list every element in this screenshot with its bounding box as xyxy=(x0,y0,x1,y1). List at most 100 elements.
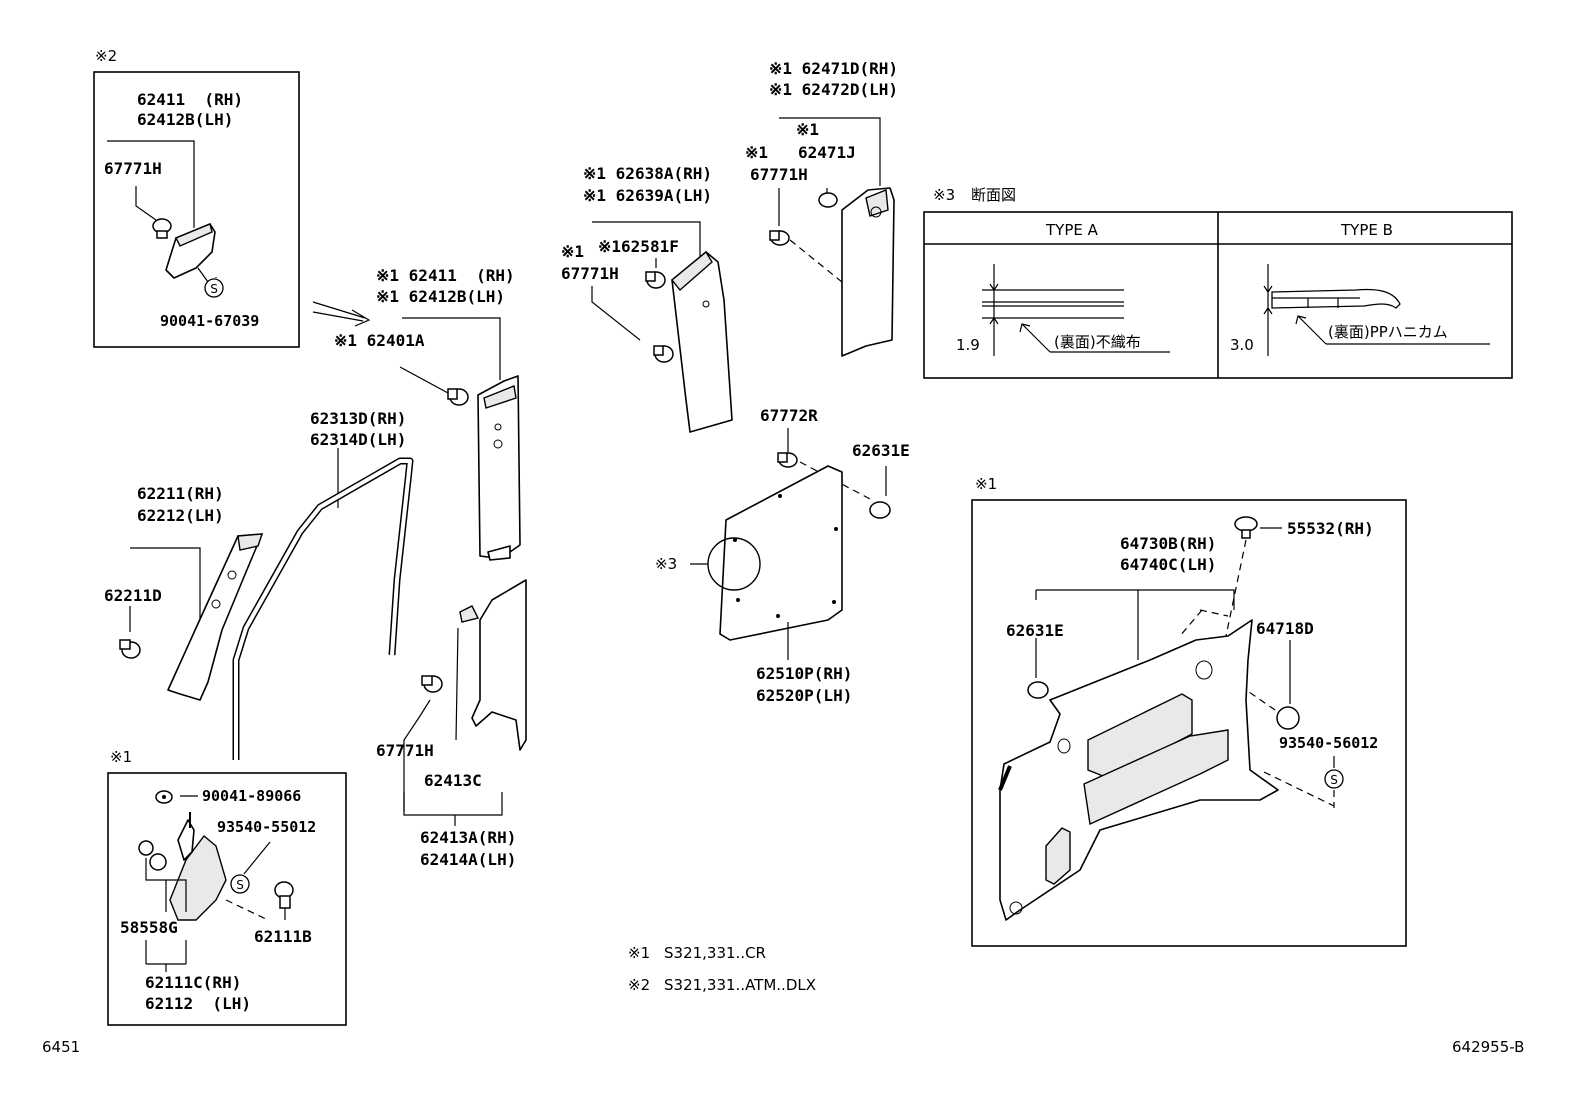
leader-62401a xyxy=(399,366,449,394)
clip-62471j xyxy=(818,192,838,208)
note-1-mark: ※1 xyxy=(628,944,651,962)
part-62411-small-trim xyxy=(165,223,216,279)
footer-left-code: 6451 xyxy=(42,1038,81,1056)
svg-text:S: S xyxy=(236,878,244,892)
section-type-b-label: TYPE B xyxy=(1341,221,1393,239)
label-62520p: 62520P(LH) xyxy=(756,686,853,705)
label-m1-62412b: ※1 62412B(LH) xyxy=(376,287,505,306)
label-62471j: 62471J xyxy=(798,143,856,162)
note-1-text: S321,331..CR xyxy=(664,944,766,962)
section-type-a-label: TYPE A xyxy=(1046,221,1098,239)
note-2-text: S321,331..ATM..DLX xyxy=(664,976,817,994)
clip-67771h-c xyxy=(653,345,674,363)
clip-62211d xyxy=(119,639,141,659)
leader-64730b xyxy=(1036,589,1235,610)
part-62111c-kick-trim xyxy=(169,812,227,921)
dash-67771h-d xyxy=(789,239,843,283)
label-m1-62471d: ※1 62471D(RH) xyxy=(769,59,898,78)
label-58558g: 58558G xyxy=(120,918,178,937)
clip-62401a xyxy=(447,388,469,406)
label-67771h-d: 67771H xyxy=(750,165,808,184)
label-67772r: 67772R xyxy=(760,406,818,425)
part-62413c-lower-trim xyxy=(459,579,527,751)
label-62111b: 62111B xyxy=(254,927,312,946)
svg-text:S: S xyxy=(210,282,218,296)
box-option-1-right xyxy=(971,499,1407,947)
section-type-b-drawing xyxy=(1263,264,1490,356)
footer-right-code: 642955-B xyxy=(1452,1038,1525,1056)
section-note-b: (裏面)PPハニカム xyxy=(1328,323,1448,341)
label-m1-62581f: ※162581F xyxy=(598,237,679,256)
part-62638a-trim xyxy=(671,250,733,433)
part-62211-a-pillar xyxy=(167,533,263,701)
clip-90041-89066 xyxy=(155,790,173,804)
leader-62411 xyxy=(107,140,195,228)
clip-62111b xyxy=(274,881,294,909)
label-62112: 62112 (LH) xyxy=(145,994,251,1013)
clip-62631e-b xyxy=(1027,681,1049,699)
label-62510p: 62510P(RH) xyxy=(756,664,853,683)
section-view-title: 断面図 xyxy=(971,186,1017,204)
label-62111c: 62111C(RH) xyxy=(145,973,242,992)
screw-s-mark-b: S xyxy=(230,874,250,894)
label-64740c: 64740C(LH) xyxy=(1120,555,1217,574)
dash-55532 xyxy=(1225,539,1247,637)
label-62413a: 62413A(RH) xyxy=(420,828,517,847)
leader-67771h-a xyxy=(135,186,157,221)
clip-62631e-a xyxy=(869,501,891,519)
label-67771h-b: 67771H xyxy=(376,741,434,760)
clip-67771h-a xyxy=(152,218,172,239)
section-view-mark: ※3 xyxy=(933,186,956,204)
label-64730b: 64730B(RH) xyxy=(1120,534,1217,553)
clip-62581f xyxy=(645,271,666,289)
clip-58558g xyxy=(138,840,167,871)
label-62212: 62212(LH) xyxy=(137,506,224,525)
screw-s-mark-c: S xyxy=(1324,769,1344,789)
label-m1-62472d: ※1 62472D(LH) xyxy=(769,80,898,99)
part-62510p-panel xyxy=(719,465,843,641)
part-64730b-quarter-trim xyxy=(998,619,1279,921)
leader-67771h-b xyxy=(403,699,431,812)
label-62211: 62211(RH) xyxy=(137,484,224,503)
part-62411-b-pillar xyxy=(477,375,521,561)
section-dim-b: 3.0 xyxy=(1230,336,1254,354)
box-2-mark: ※2 xyxy=(95,47,118,65)
box-option-2 xyxy=(93,71,300,348)
leader-62471d xyxy=(779,117,881,186)
section-note-a: (裏面)不織布 xyxy=(1054,333,1141,351)
dash-62111b xyxy=(225,899,269,921)
box-1-left-mark: ※1 xyxy=(110,748,133,766)
box-option-1-left xyxy=(107,772,347,1026)
label-90041-67039: 90041-67039 xyxy=(160,312,260,330)
clip-55532 xyxy=(1234,516,1258,539)
label-67771h-a: 67771H xyxy=(104,159,162,178)
label-62413c: 62413C xyxy=(424,771,482,790)
label-62313d: 62313D(RH) xyxy=(310,409,407,428)
label-m1-62639a: ※1 62639A(LH) xyxy=(583,186,712,205)
leader-62411-main xyxy=(402,317,501,380)
label-m1-b: ※1 xyxy=(796,120,820,139)
leader-62211 xyxy=(130,547,201,630)
clip-64718d xyxy=(1276,706,1300,730)
leader-62413a-bracket xyxy=(403,792,503,816)
clip-67772r xyxy=(777,452,798,468)
section-dim-a: 1.9 xyxy=(956,336,980,354)
label-m1-a: ※1 xyxy=(561,242,585,261)
label-62631e-b: 62631E xyxy=(1006,621,1064,640)
label-55532: 55532(RH) xyxy=(1287,519,1374,538)
box-1-right-mark: ※1 xyxy=(975,475,998,493)
label-90041-89066: 90041-89066 xyxy=(202,787,302,805)
label-62631e-a: 62631E xyxy=(852,441,910,460)
label-62211d: 62211D xyxy=(104,586,162,605)
screw-s-mark-a: S xyxy=(204,278,224,298)
label-m1-62411: ※1 62411 (RH) xyxy=(376,266,515,285)
label-93540-55012: 93540-55012 xyxy=(217,818,317,836)
svg-text:S: S xyxy=(1330,773,1338,787)
label-m1-c: ※1 xyxy=(745,143,769,162)
label-section-3-ref: ※3 xyxy=(655,555,678,573)
leader-62413c-up xyxy=(455,627,459,741)
label-62412b-lh: 62412B(LH) xyxy=(137,110,234,129)
label-62411-rh: 62411 (RH) xyxy=(137,90,243,109)
label-m1-62401a: ※1 62401A xyxy=(334,331,425,350)
